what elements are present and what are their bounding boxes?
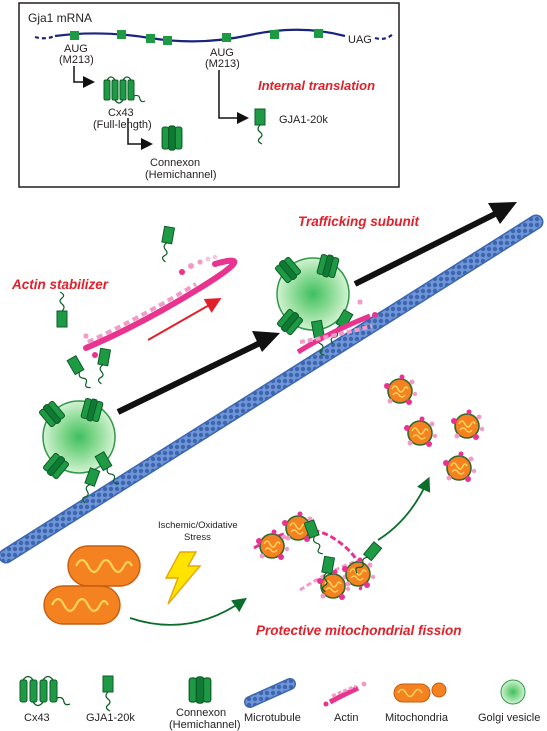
actin-filament-left — [83, 254, 238, 358]
mrna-panel — [18, 2, 400, 188]
actin-stabilizer-label: Actin stabilizer — [11, 277, 109, 292]
fission-arrow-1 — [129, 597, 247, 626]
translation-arrow-1 — [73, 66, 95, 88]
internal-translation-label: Internal translation — [258, 78, 375, 93]
legend-label: Actin — [334, 712, 358, 724]
trafficking-arrow-2 — [353, 210, 499, 287]
legend-cx43-icon — [19, 675, 71, 707]
aug1-site: (M213) — [59, 54, 94, 66]
trafficking-arrow-1 — [116, 339, 264, 415]
mrna-title: Gja1 mRNA — [28, 11, 92, 25]
fission-cluster — [253, 510, 383, 601]
assembly-arrow — [127, 118, 153, 150]
cx43-label: Cx43 — [108, 107, 134, 119]
microtubule — [0, 214, 544, 564]
mitochondrion-fragment — [403, 415, 439, 448]
mrna-exon-marks — [70, 29, 323, 45]
mitochondrion-fragment — [383, 373, 419, 406]
mitochondrion-intact — [43, 585, 121, 625]
gja1-20k-label: GJA1-20k — [279, 114, 328, 126]
legend-gja1-20k-icon — [102, 675, 114, 712]
cx43-glyph — [103, 76, 146, 104]
trafficking-arrow-2-head — [488, 202, 517, 224]
protective-fission-label: Protective mitochondrial fission — [256, 623, 462, 638]
legend-microtubule-icon — [244, 678, 296, 708]
legend-label: (Hemichannel) — [169, 719, 241, 731]
mitochondrion-intact — [67, 545, 141, 587]
gja1-20k-protein — [157, 225, 176, 264]
legend-connexon-icon — [188, 676, 212, 704]
gja1-20k-protein — [56, 291, 68, 328]
aug2-label: AUG — [210, 47, 234, 59]
mrna-3prime-utr — [374, 33, 394, 40]
aug2-site: (M213) — [205, 58, 240, 70]
connexon-label: Connexon — [150, 157, 200, 169]
connexon-glyph — [161, 125, 183, 151]
stop-codon-label: UAG — [348, 34, 372, 46]
lightning-icon — [164, 551, 202, 605]
legend-mitochondria-icon — [393, 682, 447, 703]
stress-label-line2: Stress — [184, 532, 211, 543]
actin-direction-arrow — [147, 298, 222, 341]
cx43-sublabel: (Full-length) — [93, 119, 152, 131]
mrna-5prime-utr — [34, 34, 56, 40]
mrna-strand — [54, 28, 346, 43]
actin-filament-upper — [296, 299, 378, 355]
legend-label: Golgi vesicle — [478, 712, 540, 724]
translation-arrow-2 — [218, 70, 249, 124]
legend-label: Microtubule — [244, 712, 301, 724]
trafficking-arrow-1-head — [252, 331, 280, 352]
legend-label: Connexon — [176, 707, 226, 719]
stress-label-line1: Ischemic/Oxidative — [158, 520, 238, 531]
legend-label: GJA1-20k — [86, 712, 135, 724]
legend-golgi-vesicle-icon — [500, 679, 526, 705]
mitochondrion-fragment — [450, 408, 486, 441]
connexon-sublabel: (Hemichannel) — [145, 169, 217, 181]
legend-label: Mitochondria — [385, 712, 449, 724]
fission-arrow-2 — [377, 476, 431, 541]
mitochondrion-fragment — [442, 450, 478, 483]
trafficking-subunit-label: Trafficking subunit — [298, 214, 420, 229]
gja1-20k-protein — [66, 355, 94, 392]
legend-label: Cx43 — [24, 712, 50, 724]
aug1-label: AUG — [64, 43, 88, 55]
legend-actin-icon — [323, 681, 367, 707]
legend: Cx43 GJA1-20k Connexon (Hemichannel) Mic… — [19, 675, 540, 731]
